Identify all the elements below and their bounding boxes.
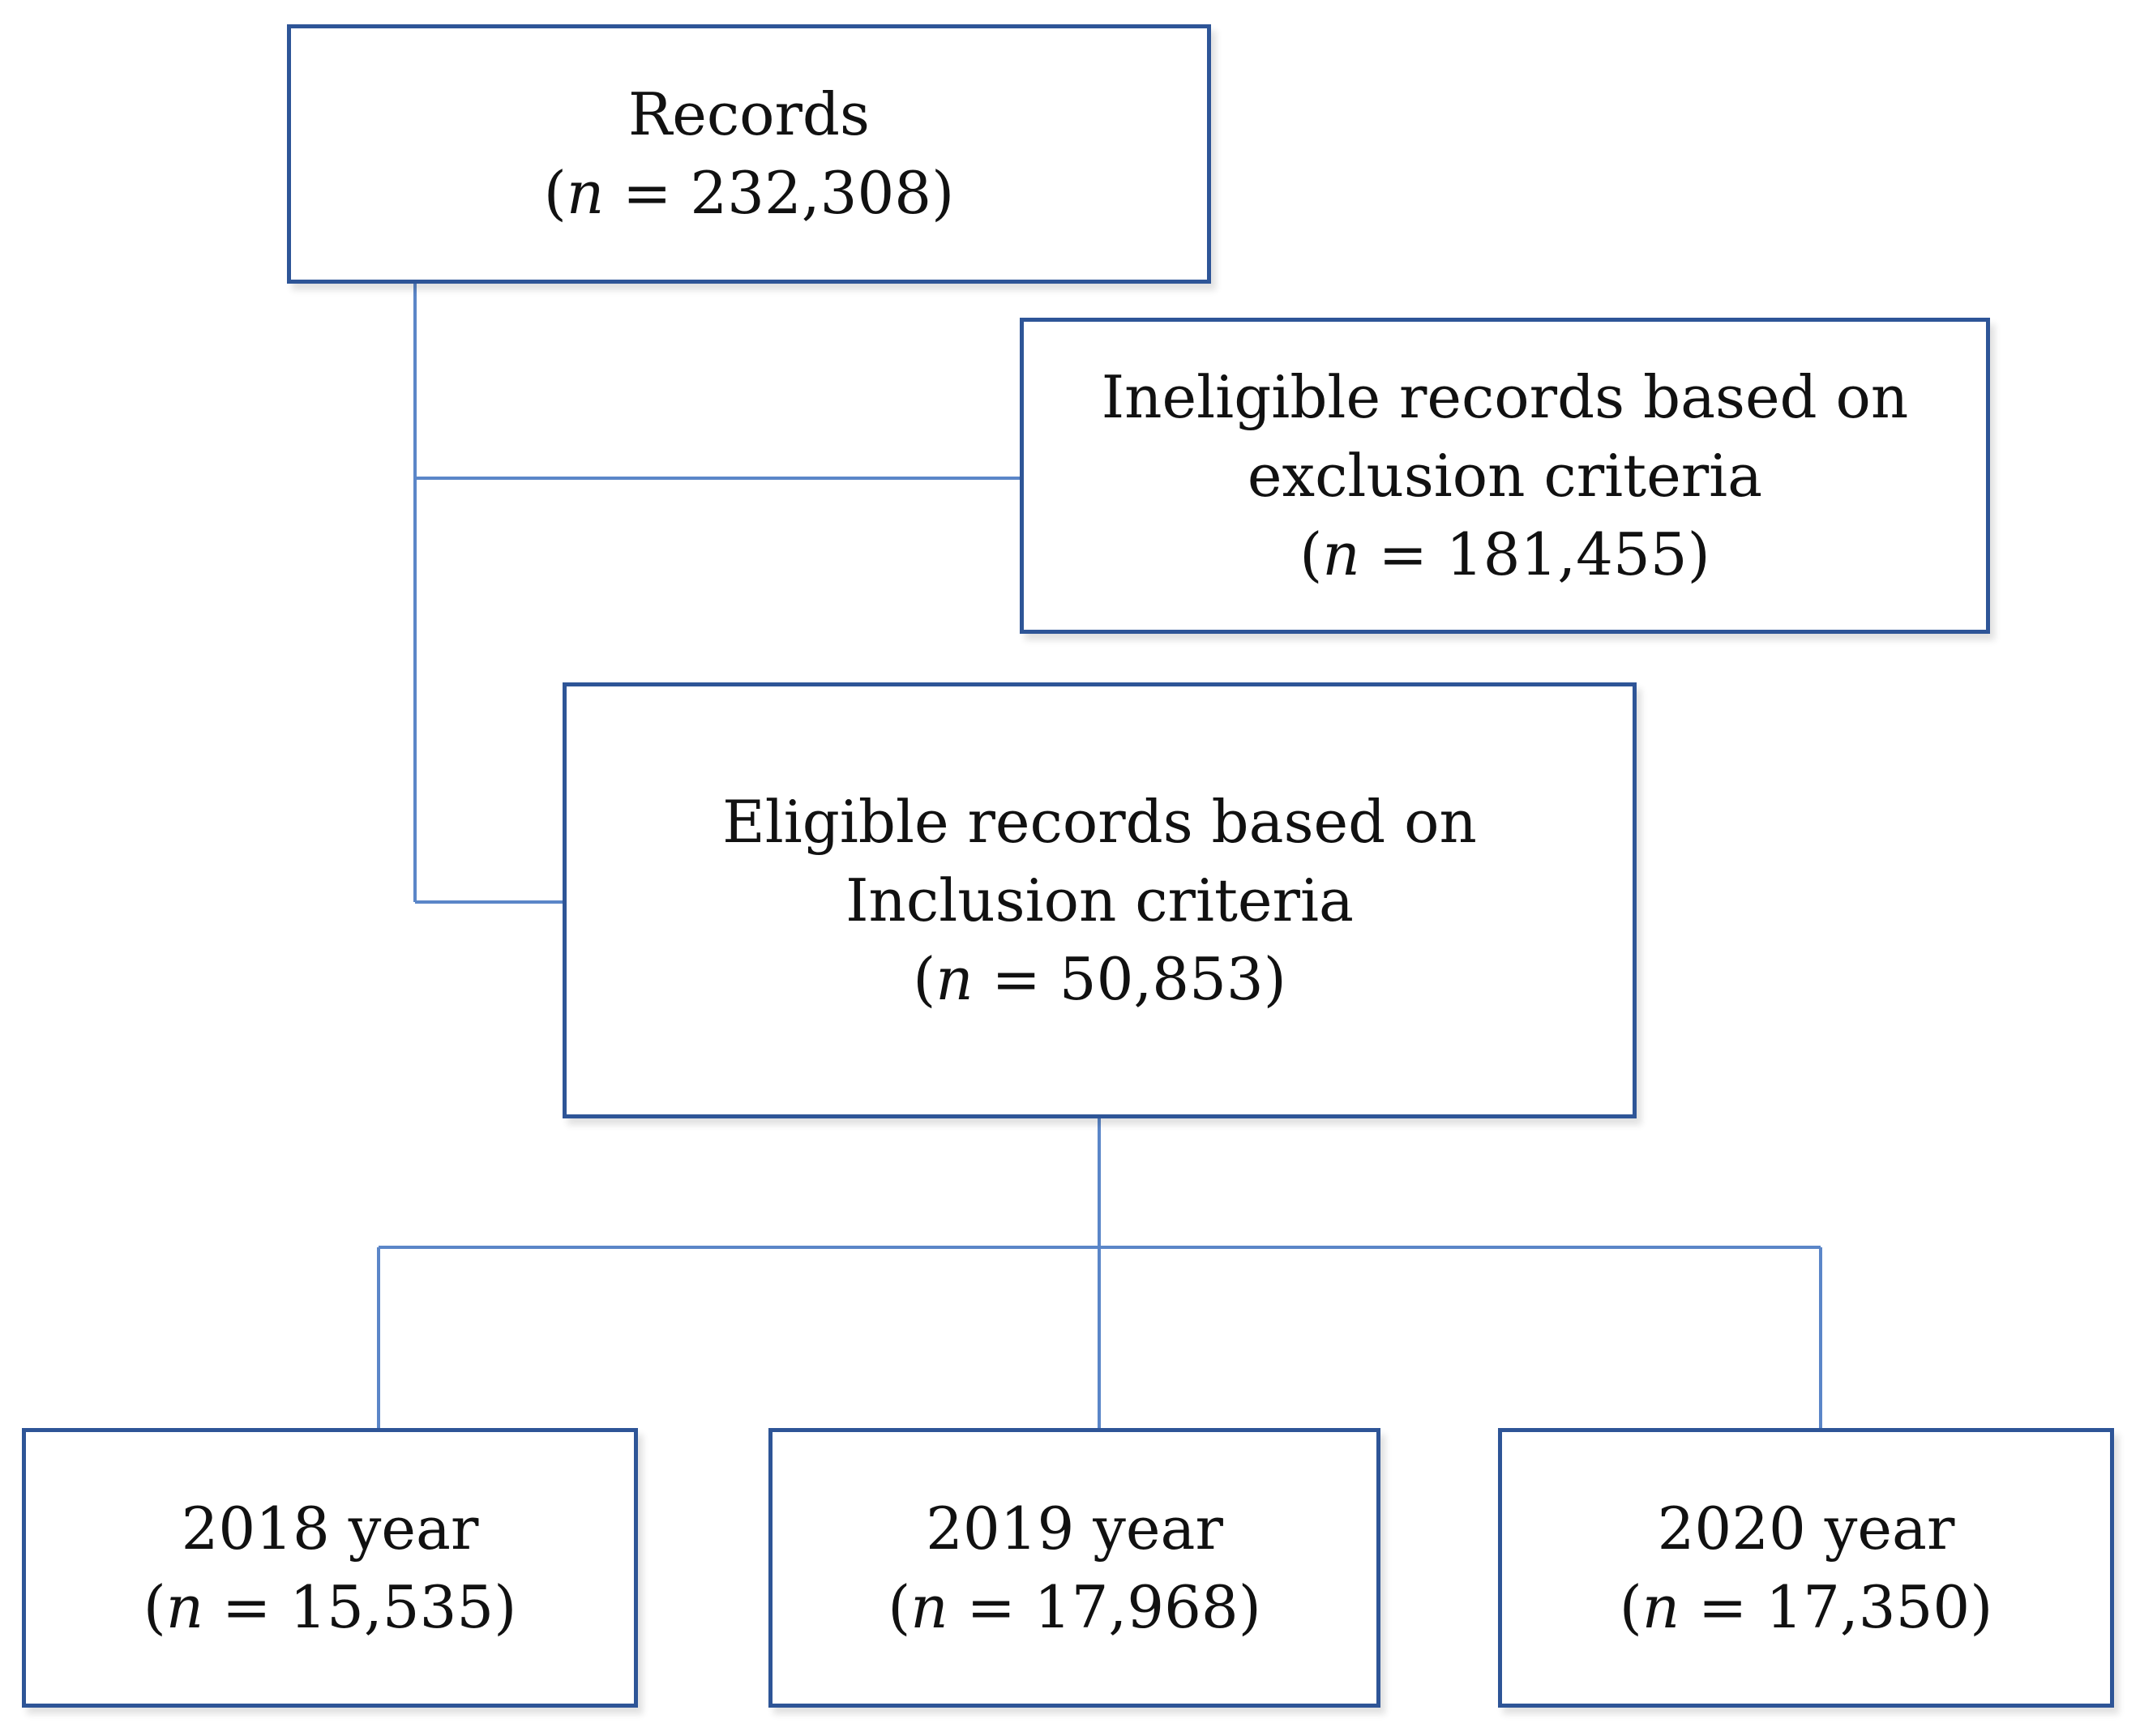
year-2020-box: 2020 year (n = 17,350) (1498, 1428, 2114, 1708)
year-2020-count: (n = 17,350) (1619, 1572, 1993, 1641)
year-2019-box: 2019 year (n = 17,968) (768, 1428, 1380, 1708)
year-2018-count: (n = 15,535) (143, 1572, 517, 1641)
eligible-box: Eligible records based on Inclusion crit… (563, 682, 1637, 1118)
eligible-count: (n = 50,853) (913, 944, 1286, 1013)
year-2019-count: (n = 17,968) (888, 1572, 1261, 1641)
year-2018-box: 2018 year (n = 15,535) (22, 1428, 638, 1708)
records-label: Records (628, 80, 870, 148)
eligible-label-line1: Eligible records based on (722, 787, 1477, 856)
ineligible-count: (n = 181,455) (1299, 520, 1710, 588)
ineligible-box: Ineligible records based on exclusion cr… (1020, 318, 1990, 634)
ineligible-label-line1: Ineligible records based on (1101, 362, 1909, 431)
year-2020-label: 2020 year (1657, 1494, 1955, 1563)
year-2018-label: 2018 year (181, 1494, 479, 1563)
year-2019-label: 2019 year (926, 1494, 1223, 1563)
records-count: (n = 232,308) (543, 159, 955, 227)
eligible-label-line2: Inclusion criteria (845, 866, 1354, 934)
records-box: Records (n = 232,308) (287, 24, 1211, 284)
ineligible-label-line2: exclusion criteria (1247, 441, 1763, 510)
